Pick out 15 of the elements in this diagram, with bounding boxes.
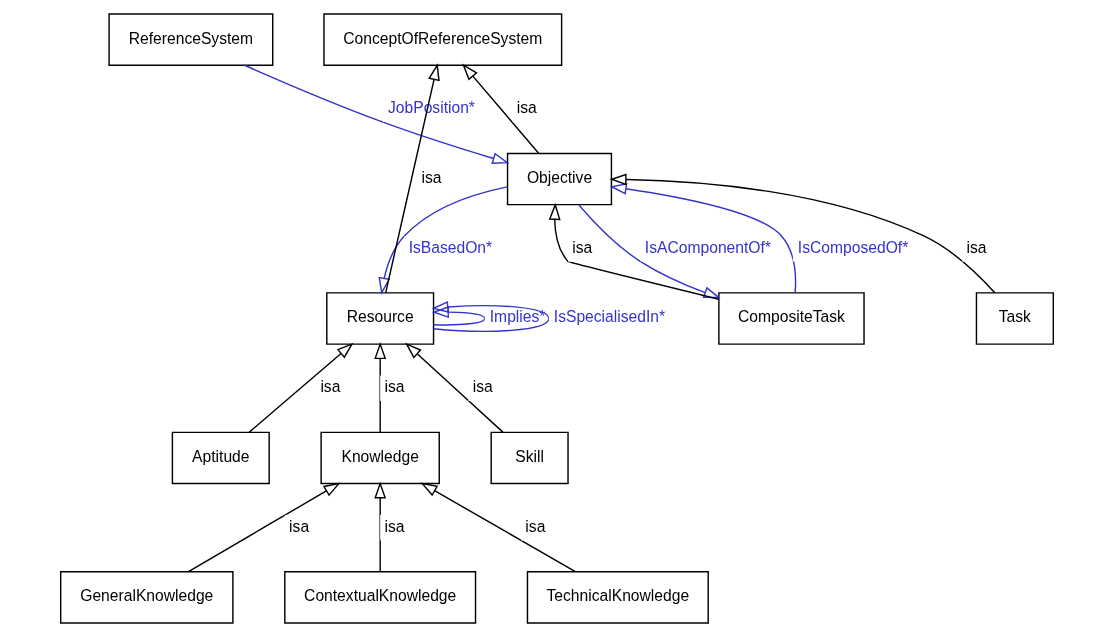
edge-label: isa [516,99,537,117]
edge-label: isa [966,238,986,256]
edge-label: IsSpecialisedIn* [553,308,665,326]
edge-label: isa [524,517,545,535]
edge-label: isa [571,238,592,256]
edge-label: isa [383,517,404,535]
edge-label: isa [383,378,404,396]
edge-label: isa [288,517,309,535]
edge-label: isa [472,378,493,396]
edge-label: IsBasedOn* [408,238,492,256]
edge-label: isa [319,378,340,396]
edge-label: IsAComponentOf* [644,238,771,256]
edge-label: isa [420,169,441,187]
edge-label: IsComposedOf* [797,238,908,256]
edge-label: Implies* [489,308,545,326]
